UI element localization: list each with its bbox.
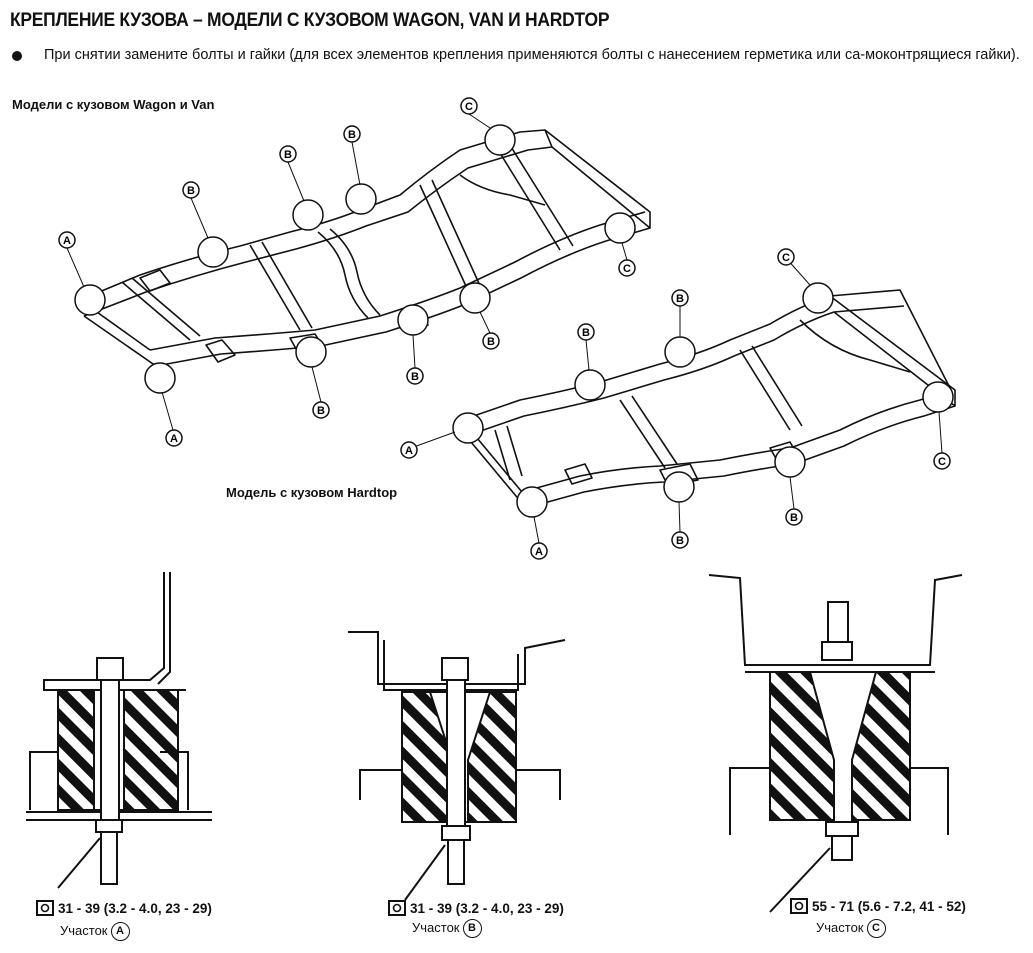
- callout-a-text: A: [535, 546, 543, 558]
- callout-b-text: B: [582, 327, 590, 339]
- torque-spec-a: 31 - 39 (3.2 - 4.0, 23 - 29): [36, 900, 212, 919]
- torque-alt-c: (5.6 - 7.2, 41 - 52): [857, 899, 966, 915]
- callout-c: C: [618, 259, 636, 277]
- callout-b-text: B: [676, 535, 684, 547]
- callout-a-text: A: [405, 445, 413, 457]
- callout-c-text: C: [465, 101, 473, 113]
- section-letter-a: A: [110, 922, 130, 941]
- leader-lines: [66, 113, 943, 544]
- torque-value-a: 31 - 39: [58, 901, 101, 917]
- mount-section-b-drawing: [348, 631, 566, 901]
- callout-c: C: [460, 97, 478, 115]
- torque-value-b: 31 - 39: [410, 901, 453, 917]
- section-prefix: Участок: [816, 919, 864, 935]
- callout-b-text: B: [284, 149, 292, 161]
- section-letter-b: B: [462, 919, 482, 938]
- page-title: КРЕПЛЕНИЕ КУЗОВА – МОДЕЛИ С КУЗОВОМ WAGO…: [10, 10, 610, 31]
- callout-b: B: [785, 508, 803, 526]
- mount-section-c-drawing: [708, 574, 963, 913]
- torque-spec-b: 31 - 39 (3.2 - 4.0, 23 - 29): [388, 900, 564, 919]
- torque-spec-c: 55 - 71 (5.6 - 7.2, 41 - 52): [790, 898, 966, 917]
- torque-value-c: 55 - 71: [812, 899, 855, 915]
- callout-c: C: [777, 248, 795, 266]
- callout-a-text: A: [170, 433, 178, 445]
- callout-b-text: B: [790, 512, 798, 524]
- torque-alt-a: (3.2 - 4.0, 23 - 29): [103, 901, 212, 917]
- callout-b: B: [577, 323, 595, 341]
- torque-wrench-icon: [36, 900, 54, 919]
- torque-wrench-icon: [790, 898, 808, 917]
- mount-section-a-drawing: [26, 572, 212, 889]
- callout-a: A: [58, 231, 76, 249]
- callout-a: A: [165, 429, 183, 447]
- note-bullet: При снятии замените болты и гайки (для в…: [12, 46, 1022, 65]
- callout-b-text: B: [348, 129, 356, 141]
- torque-alt-b: (3.2 - 4.0, 23 - 29): [455, 901, 564, 917]
- hardtop-label: Модель с кузовом Hardtop: [226, 485, 398, 500]
- callout-b-text: B: [487, 336, 495, 348]
- callout-c: C: [933, 452, 951, 470]
- torque-wrench-icon: [388, 900, 406, 919]
- callout-b-text: B: [411, 371, 419, 383]
- callout-a-text: A: [63, 235, 71, 247]
- wagon-frame-drawing: [79, 129, 651, 367]
- mount-markers: [74, 124, 954, 518]
- callout-b: B: [343, 125, 361, 143]
- wagon-van-label: Модели с кузовом Wagon и Van: [12, 97, 215, 112]
- section-letter-c: C: [866, 919, 886, 938]
- callout-a: A: [400, 441, 418, 459]
- callout-c-text: C: [623, 263, 631, 275]
- callout-b-text: B: [187, 185, 195, 197]
- callout-a: A: [530, 542, 548, 560]
- bullet-icon: [12, 51, 22, 61]
- callout-b: B: [279, 145, 297, 163]
- callout-b: B: [182, 181, 200, 199]
- note-text: При снятии замените болты и гайки (для в…: [44, 47, 1020, 63]
- callout-b: B: [406, 367, 424, 385]
- callout-b: B: [312, 401, 330, 419]
- callout-b: B: [671, 289, 689, 307]
- callout-c-text: C: [782, 252, 790, 264]
- hardtop-frame-drawing: [461, 289, 956, 509]
- callout-b-text: B: [317, 405, 325, 417]
- callout-letters: A A B B B C C B B B A A B B C C B B: [58, 97, 951, 560]
- callout-b: B: [482, 332, 500, 350]
- callout-b-text: B: [676, 293, 684, 305]
- callout-c-text: C: [938, 456, 946, 468]
- section-prefix: Участок: [60, 922, 108, 938]
- callout-b: B: [671, 531, 689, 549]
- section-prefix: Участок: [412, 919, 460, 935]
